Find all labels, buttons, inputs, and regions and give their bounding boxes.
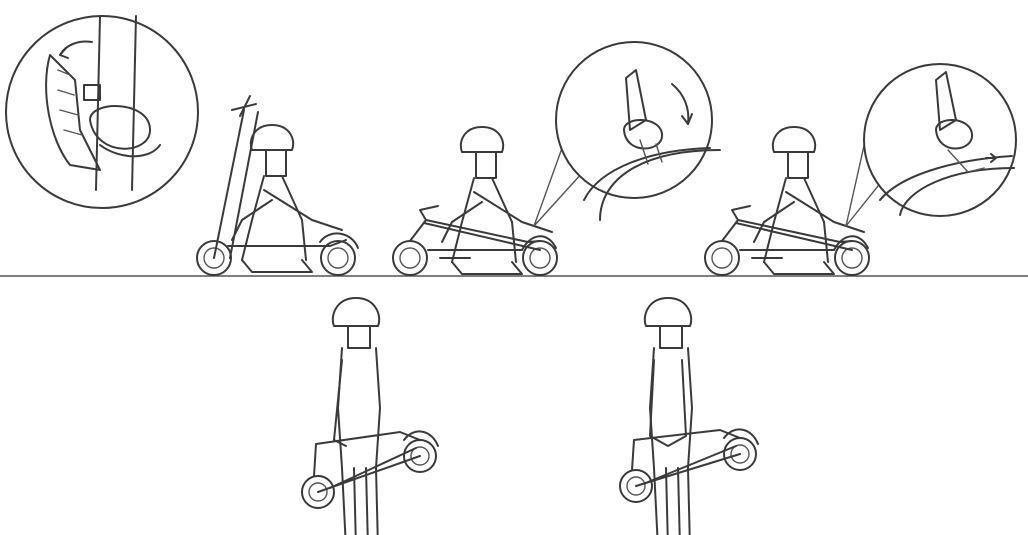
detail-circle-fold-down bbox=[556, 42, 720, 220]
detail-circle-latch bbox=[6, 16, 198, 208]
fold-step-1 bbox=[197, 96, 358, 275]
carry-two-hands bbox=[620, 298, 758, 535]
detail-circle-hook bbox=[864, 64, 1016, 216]
carry-one-hand bbox=[302, 298, 438, 535]
